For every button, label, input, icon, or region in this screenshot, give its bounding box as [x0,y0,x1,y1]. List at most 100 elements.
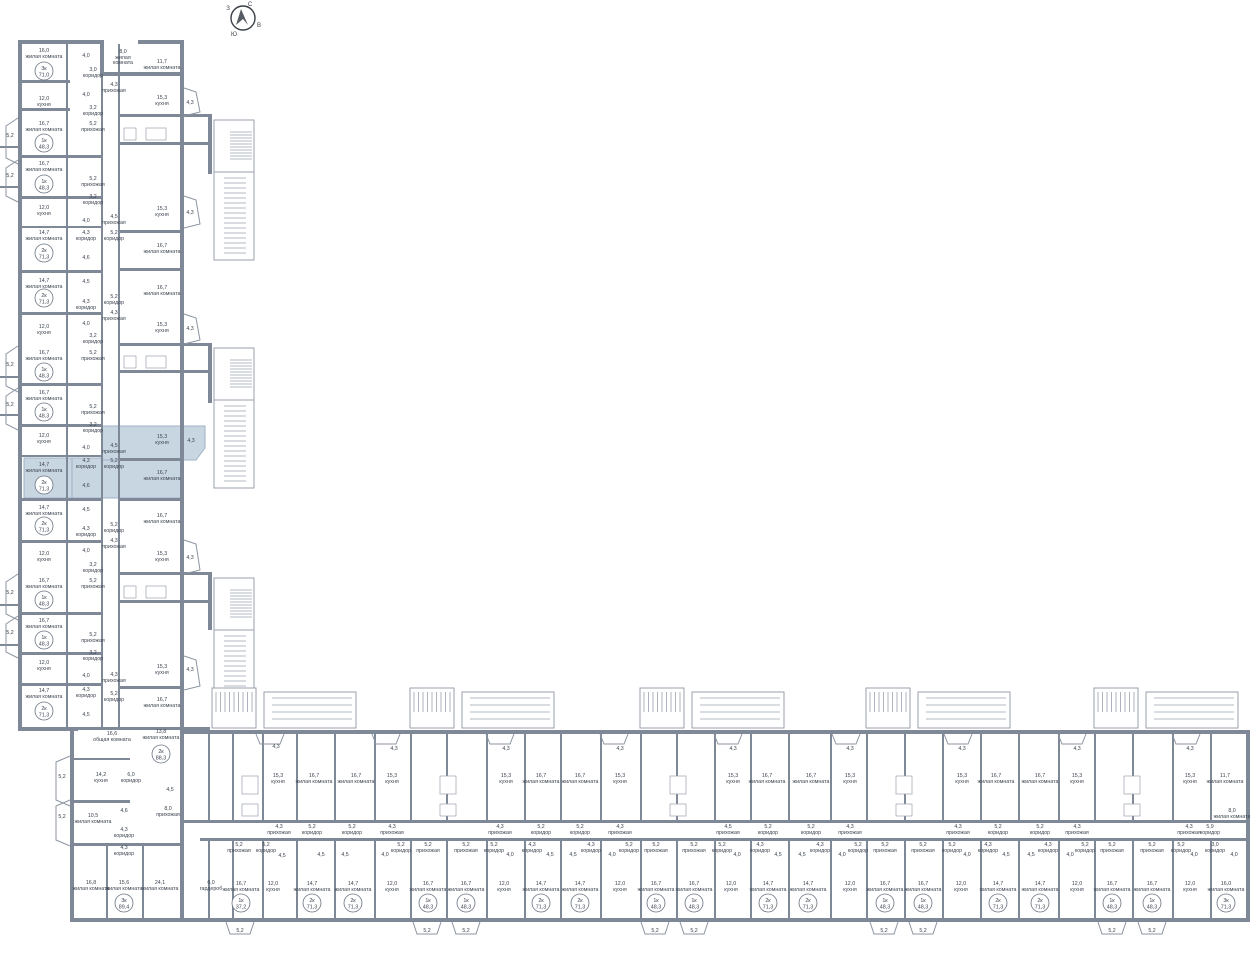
apartment-badge-circle[interactable] [758,893,778,913]
room-label: жилая комната [144,519,181,525]
highlighted-apartment[interactable] [23,425,206,499]
apartment-badge-circle[interactable] [34,630,54,650]
room-label: 5,2 [110,294,117,300]
apartment-badge-circle[interactable] [34,516,54,536]
apartment-badge-circle[interactable] [343,893,363,913]
room-label: жилая комната [144,249,181,255]
room-label: 3,0 [89,67,96,73]
apartment-badge-circle[interactable] [1142,893,1162,913]
room-label: 4,3 [82,458,89,464]
room-label: 4,0 [82,321,89,327]
apartment-badge-circle[interactable] [1102,893,1122,913]
apartment-badge-circle[interactable] [34,61,54,81]
apartment-badge-circle[interactable] [456,893,476,913]
room-label: прихожая [102,220,126,226]
apartment-badge-circle[interactable] [531,893,551,913]
room-label: жилая комната [562,887,599,893]
room-label: жилая комната [676,887,713,893]
room-label: 16,7 [651,881,661,887]
room-label: прихожая [102,544,126,550]
room-label: 4,5 [82,712,89,718]
room-label: 5,2 [919,928,926,934]
room-label: жилая комната [335,887,372,893]
room-label: жилая комната [1207,779,1244,785]
room-label: 15,3 [728,773,738,779]
room-label: 16,7 [39,618,49,624]
room-label: жилая комната [1134,887,1171,893]
apartment-badge-circle[interactable] [988,893,1008,913]
apartment-badge-circle[interactable] [34,133,54,153]
apartment-badge-circle[interactable] [418,893,438,913]
apartment-badge-circle[interactable] [34,590,54,610]
apartment-badge-circle[interactable] [34,174,54,194]
apartment-badge-circle[interactable] [646,893,666,913]
apartment-area: 48,3 [39,414,50,420]
room-label: 4,0 [381,852,388,858]
apartment-badge-circle[interactable] [34,475,54,495]
apartment-badge-circle[interactable] [34,243,54,263]
apartment-badge-circle[interactable] [34,701,54,721]
apartment-badge-circle[interactable] [1216,893,1236,913]
apartment-badge-circle[interactable] [231,893,251,913]
room-label: жилая комната [73,886,110,892]
room-label: 5,2 [6,630,13,636]
room-label: 12,0 [39,96,49,102]
room-label: 15,3 [273,773,283,779]
apartment-badge-circle[interactable] [114,893,134,913]
apartment-badge-circle[interactable] [151,744,171,764]
apartment-badge-circle[interactable] [913,893,933,913]
room-label: 4,6 [120,808,127,814]
room-label: 16,7 [461,881,471,887]
room-label: коридор [391,848,411,854]
apartment-badge-circle[interactable] [34,288,54,308]
room-label: кухня [37,439,51,445]
room-label: 4,3 [816,842,823,848]
room-label: прихожая [873,848,897,854]
apartment-badge-circle[interactable] [798,893,818,913]
apartment-area: 48,3 [461,905,472,911]
apartment-badge-circle[interactable] [1030,893,1050,913]
apartment-badge-circle[interactable] [34,402,54,422]
room-label: прихожая [1140,848,1164,854]
room-label: 14,7 [803,881,813,887]
apartment-badge-circle[interactable] [875,893,895,913]
room-label: 4,0 [838,852,845,858]
room-label: кухня [843,887,857,893]
apartment-badge-circle[interactable] [302,893,322,913]
apartment-badge-circle[interactable] [570,893,590,913]
apartment-badge-circle[interactable] [684,893,704,913]
apartment-badge-circle[interactable] [34,362,54,382]
